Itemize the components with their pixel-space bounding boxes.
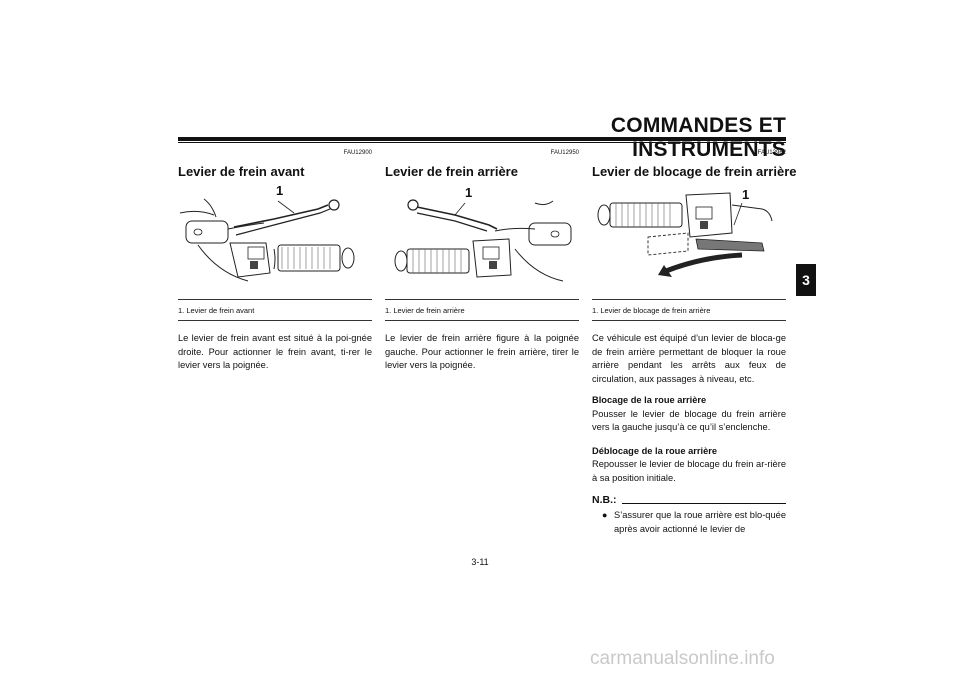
section-heading: Levier de frein arrière — [385, 164, 518, 179]
note-header: N.B.: — [592, 494, 786, 506]
body-text: Le levier de frein arrière figure à la p… — [385, 333, 579, 370]
chapter-tab: 3 — [796, 264, 816, 296]
header-rule — [178, 137, 786, 141]
section-rear-brake: FAU12950 Levier de frein arrière 1 1. Le… — [385, 150, 579, 373]
caption-rule — [385, 299, 579, 300]
section-front-brake: FAU12900 Levier de frein avant 1 1. Levi… — [178, 150, 372, 373]
caption-rule — [592, 320, 786, 321]
caption-rule — [592, 299, 786, 300]
figure-caption: 1. Levier de blocage de frein arrière — [592, 306, 711, 315]
section-code: FAU12962 — [757, 150, 786, 156]
page-number: 3-11 — [471, 557, 489, 567]
caption-rule — [178, 320, 372, 321]
lock-text: Pousser le levier de blocage du frein ar… — [592, 408, 786, 433]
figure-callout: 1 — [276, 183, 284, 198]
header-rule-thin — [178, 142, 786, 143]
section-heading: Levier de frein avant — [178, 164, 305, 179]
note-label: N.B.: — [592, 494, 617, 506]
bullet-icon: ● — [602, 510, 608, 520]
caption-rule — [385, 320, 579, 321]
note-bullet-text: S’assurer que la roue arrière est blo-qu… — [614, 510, 786, 534]
figure-callout: 1 — [742, 187, 750, 202]
figure-callout: 1 — [465, 185, 473, 200]
watermark-text: carmanualsonline.info — [590, 648, 775, 669]
section-heading: Levier de blocage de frein arrière — [592, 164, 797, 179]
section-code: FAU12900 — [343, 150, 372, 156]
caption-rule — [178, 299, 372, 300]
figure-caption: 1. Levier de frein arrière — [385, 306, 465, 315]
unlock-subheading: Déblocage de la roue arrière — [592, 445, 718, 456]
note-rule — [621, 503, 786, 504]
figure-caption: 1. Levier de frein avant — [178, 306, 255, 315]
rear-brake-illustration: 1 — [385, 185, 579, 293]
body-text: Ce véhicule est équipé d’un levier de bl… — [592, 333, 786, 384]
unlock-text: Repousser le levier de blocage du frein … — [592, 459, 786, 483]
brake-lock-illustration: 1 — [592, 185, 786, 293]
page-header-title: COMMANDES ET INSTRUMENTS — [610, 114, 786, 161]
section-code: FAU12950 — [550, 150, 579, 156]
lock-subheading: Blocage de la roue arrière — [592, 395, 707, 405]
front-brake-illustration: 1 — [178, 183, 372, 293]
note-bullet-item: ● S’assurer que la roue arrière est blo-… — [592, 509, 786, 536]
section-brake-lock: FAU12962 Levier de blocage de frein arri… — [592, 150, 797, 536]
body-text: Le levier de frein avant est situé à la … — [178, 333, 372, 370]
